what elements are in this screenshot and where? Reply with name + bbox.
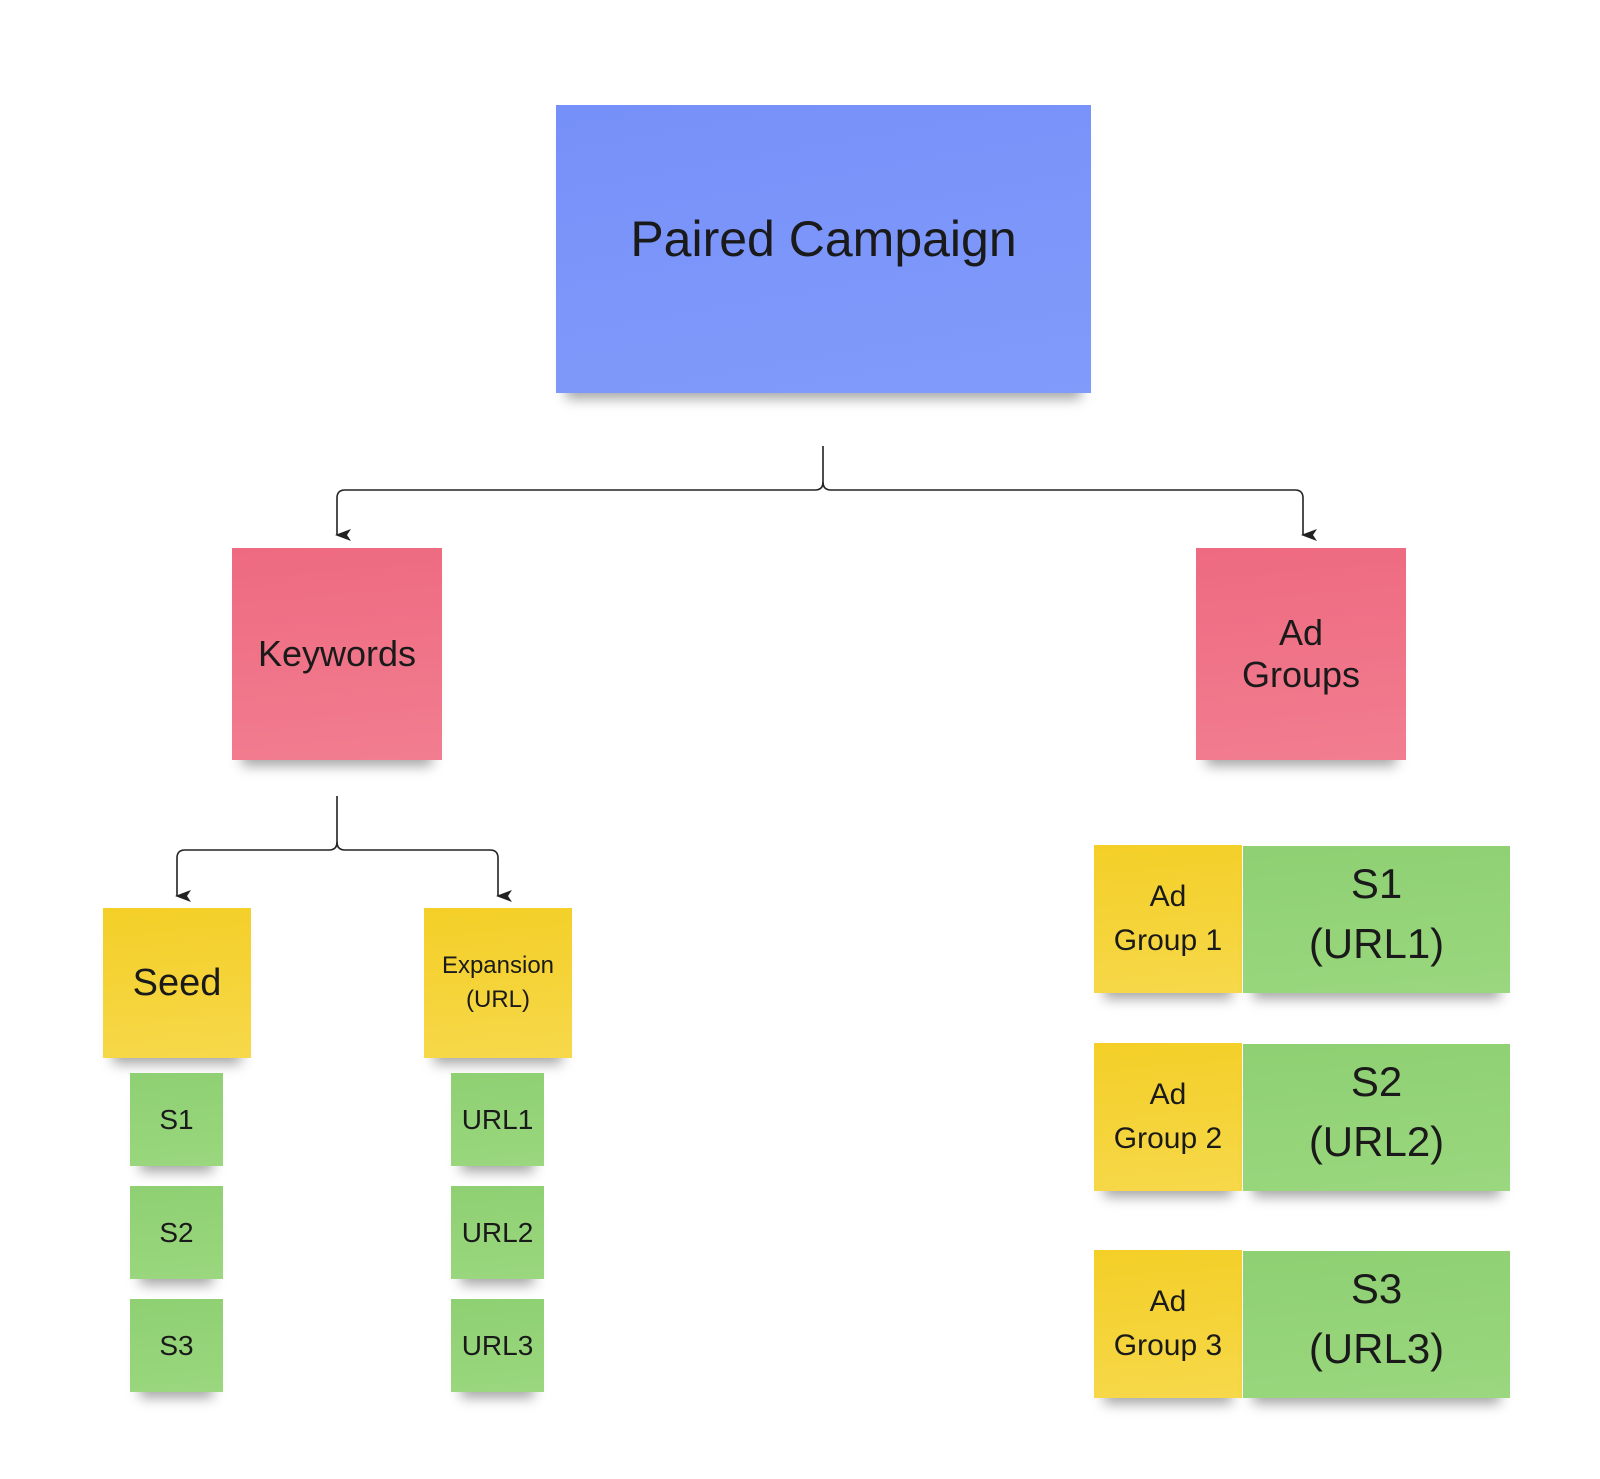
ad-group-node: Ad Group 3 (1094, 1250, 1242, 1398)
expansion-item-label: URL2 (461, 1216, 534, 1248)
ad-group-line-2: Group 1 (1113, 924, 1223, 957)
connector-keywords-to-expansion (336, 841, 512, 902)
node-keywords: Keywords (232, 548, 442, 760)
seed-item: S3 (130, 1299, 223, 1392)
expansion-item-label: URL1 (461, 1103, 534, 1135)
ad-group-node: Ad Group 1 (1094, 845, 1242, 993)
ad-group-line-1: Ad (1149, 1078, 1187, 1111)
node-keywords-label: Keywords (257, 633, 417, 674)
expansion-item-label: URL3 (461, 1329, 534, 1361)
node-expansion-line-2: (URL) (466, 986, 530, 1013)
node-expansion-line-1: Expansion (441, 952, 555, 979)
ad-group-target-line-1: S1 (1350, 859, 1403, 907)
node-seed-label: Seed (132, 961, 222, 1004)
connector-root-to-keywords (335, 446, 824, 541)
ad-group-target-line-2: (URL3) (1308, 1324, 1445, 1372)
ad-group-target-line-2: (URL1) (1308, 919, 1445, 967)
node-paired-campaign-label: Paired Campaign (630, 211, 1017, 267)
ad-group-target-node: S2 (URL2) (1243, 1044, 1510, 1191)
seed-item: S2 (130, 1186, 223, 1279)
ad-group-target-line-1: S3 (1350, 1264, 1403, 1312)
ad-group-line-1: Ad (1149, 1285, 1187, 1318)
node-paired-campaign: Paired Campaign (556, 105, 1091, 393)
expansion-item: URL3 (451, 1299, 544, 1392)
seed-item: S1 (130, 1073, 223, 1166)
seed-item-label: S2 (159, 1216, 194, 1248)
ad-group-target-node: S3 (URL3) (1243, 1251, 1510, 1398)
connector-keywords-to-seed (175, 796, 338, 902)
ad-group-target-line-1: S2 (1350, 1057, 1403, 1105)
ad-group-line-2: Group 3 (1113, 1329, 1223, 1362)
seed-item-label: S1 (159, 1103, 194, 1135)
expansion-item: URL1 (451, 1073, 544, 1166)
ad-group-line-2: Group 2 (1113, 1122, 1223, 1155)
node-ad-groups-line-2: Groups (1241, 654, 1361, 695)
node-ad-groups-line-1: Ad (1278, 612, 1324, 653)
node-seed: Seed (103, 908, 251, 1058)
ad-group-target-line-2: (URL2) (1308, 1117, 1445, 1165)
node-ad-groups: Ad Groups (1196, 548, 1406, 760)
connector-root-to-adgroups (822, 481, 1317, 541)
ad-group-target-node: S1 (URL1) (1243, 846, 1510, 993)
expansion-item: URL2 (451, 1186, 544, 1279)
ad-group-node: Ad Group 2 (1094, 1043, 1242, 1191)
ad-group-line-1: Ad (1149, 880, 1187, 913)
node-expansion: Expansion (URL) (424, 908, 572, 1058)
seed-item-label: S3 (159, 1329, 194, 1361)
